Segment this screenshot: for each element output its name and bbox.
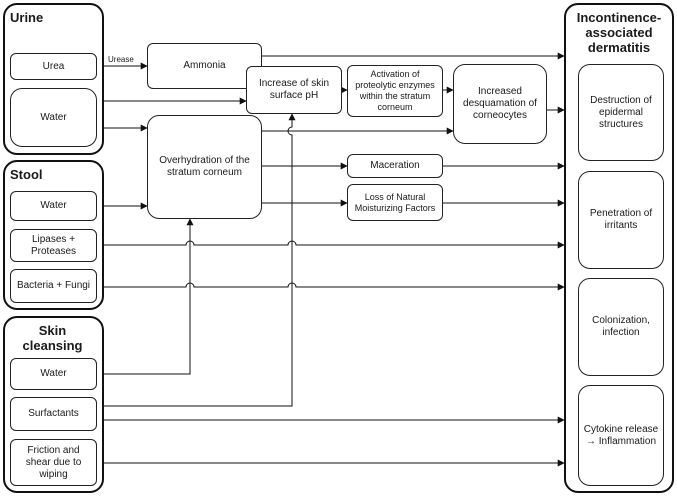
cytokine-inflammation-box: Cytokine release → Inflammation bbox=[578, 385, 664, 486]
arrow-bacteria-iad bbox=[97, 282, 565, 291]
urine-water-box: Water bbox=[10, 88, 97, 147]
lipases-proteases-box: Lipases + Proteases bbox=[10, 229, 97, 262]
overhydration-box: Overhydration of the stratum corneum bbox=[147, 115, 262, 219]
urea-box: Urea bbox=[10, 53, 97, 80]
stool-water-box: Water bbox=[10, 191, 97, 221]
friction-shear-box: Friction and shear due to wiping bbox=[10, 439, 97, 486]
desquamation-box: Increased desquamation of corneocytes bbox=[453, 64, 547, 144]
bacteria-fungi-box: Bacteria + Fungi bbox=[10, 269, 97, 303]
surfactants-box: Surfactants bbox=[10, 397, 97, 431]
ammonia-box: Ammonia bbox=[147, 43, 262, 89]
cleansing-water-box: Water bbox=[10, 358, 97, 390]
iad-title: Incontinence-associated dermatitis bbox=[576, 10, 662, 55]
nmf-loss-box: Loss of Natural Moisturizing Factors bbox=[347, 184, 443, 221]
arrow-surfactants-ph bbox=[97, 113, 296, 407]
skin-ph-box: Increase of skin surface pH bbox=[246, 66, 342, 114]
irritant-penetration-box: Penetration of irritants bbox=[578, 171, 664, 269]
urease-label: Urease bbox=[108, 55, 134, 64]
skin-cleansing-title: Skin cleansing bbox=[22, 323, 83, 353]
urine-title: Urine bbox=[10, 10, 44, 25]
arrow-lipases-iad bbox=[97, 240, 565, 249]
proteolytic-enzymes-box: Activation of proteolytic enzymes within… bbox=[347, 65, 443, 117]
colonization-infection-box: Colonization, infection bbox=[578, 278, 664, 376]
maceration-box: Maceration bbox=[347, 154, 443, 178]
arrow-cleansing-water-overhydration bbox=[97, 218, 194, 375]
epidermal-destruction-box: Destruction of epidermal structures bbox=[578, 64, 664, 161]
stool-title: Stool bbox=[10, 167, 43, 182]
